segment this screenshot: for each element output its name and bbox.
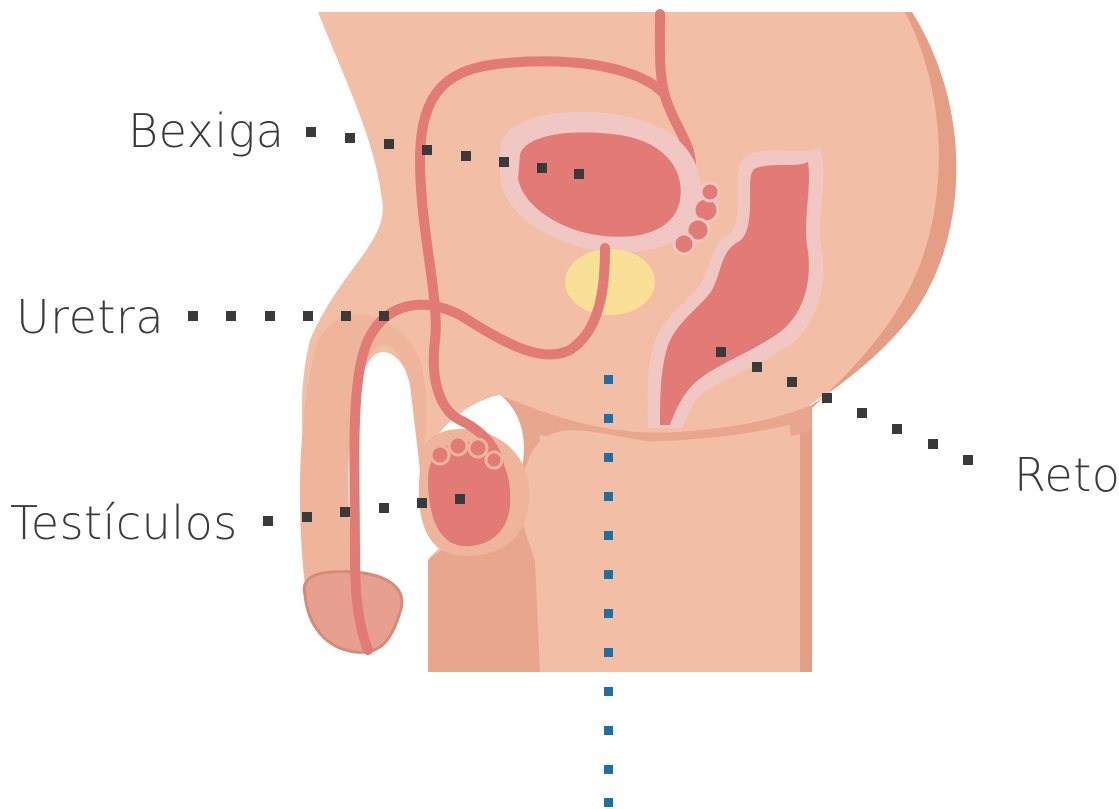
label-rectum: Reto: [1014, 452, 1119, 498]
thigh: [538, 425, 800, 672]
label-urethra: Uretra: [16, 294, 164, 340]
prostate: [565, 249, 655, 315]
body-silhouette: [300, 12, 956, 672]
label-testicles: Testículos: [10, 500, 238, 546]
label-bladder: Bexiga: [128, 108, 284, 154]
